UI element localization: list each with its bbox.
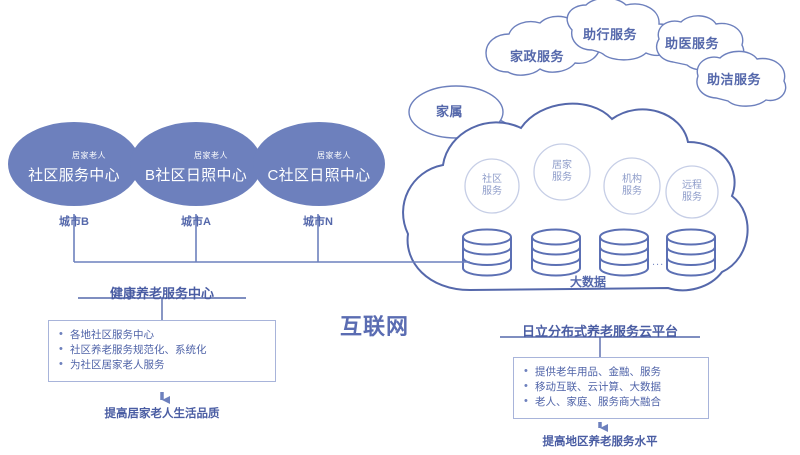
service-label-shequ-l1: 社区 <box>482 174 502 185</box>
left-panel-bullet-1: 各地社区服务中心 <box>59 327 265 343</box>
database-cylinder-2 <box>531 228 581 277</box>
bubble-label-zhuxing: 助行服务 <box>583 27 638 42</box>
house-icon <box>287 143 313 163</box>
city-node-2-badge: 居家老人 <box>194 151 228 160</box>
cloud-bubble-zhujie <box>696 50 787 107</box>
left-panel-title: 健康养老服务中心 <box>109 286 214 301</box>
right-panel-title: 日立分布式养老服务云平台 <box>521 324 678 339</box>
house-icon <box>42 143 68 163</box>
city-node-3-icon-row: 居家老人 <box>287 143 351 163</box>
database-cylinder-4 <box>666 228 716 277</box>
service-label-jigou-l2: 服务 <box>622 186 642 197</box>
city-node-1-icon-row: 居家老人 <box>42 143 106 163</box>
city-node-3-title: C社区日照中心 <box>267 167 371 184</box>
connector-bus <box>73 214 470 263</box>
city-node-1[interactable]: 居家老人 社区服务中心 <box>8 122 140 206</box>
right-panel-bullet-1: 提供老年用品、金融、服务 <box>524 364 698 380</box>
bubble-label-zhuyi: 助医服务 <box>665 36 720 51</box>
city-node-3[interactable]: 居家老人 C社区日照中心 <box>253 122 385 206</box>
bubble-label-jiashu: 家属 <box>436 104 464 119</box>
service-circle-shequ <box>464 158 520 214</box>
cloud-bubble-zhuxing <box>566 0 678 61</box>
service-label-jigou-l1: 机构 <box>622 174 642 185</box>
left-panel-outcome: 提高居家老人生活品质 <box>104 408 220 420</box>
service-circle-yuancheng <box>665 165 719 219</box>
city-node-2[interactable]: 居家老人 B社区日照中心 <box>130 122 262 206</box>
left-panel-box: 各地社区服务中心 社区养老服务规范化、系统化 为社区居家老人服务 <box>48 320 276 382</box>
right-panel-bullet-2: 移动互联、云计算、大数据 <box>524 379 698 395</box>
left-panel-bullets: 各地社区服务中心 社区养老服务规范化、系统化 为社区居家老人服务 <box>59 327 265 373</box>
house-icon <box>164 143 190 163</box>
right-panel-box: 提供老年用品、金融、服务 移动互联、云计算、大数据 老人、家庭、服务商大融合 <box>513 357 709 419</box>
city-label-a: 城市A <box>181 216 211 228</box>
right-panel-bullet-3: 老人、家庭、服务商大融合 <box>524 394 698 410</box>
left-panel-connectors <box>78 297 246 404</box>
city-node-2-icon-row: 居家老人 <box>164 143 228 163</box>
service-label-yuancheng: 远程 服务 <box>672 180 712 204</box>
bubble-label-jiazheng: 家政服务 <box>510 49 565 64</box>
city-node-3-badge: 居家老人 <box>317 151 351 160</box>
city-node-1-title: 社区服务中心 <box>28 167 120 184</box>
right-panel-bullets: 提供老年用品、金融、服务 移动互联、云计算、大数据 老人、家庭、服务商大融合 <box>524 364 698 410</box>
service-circle-jujia <box>533 143 591 201</box>
database-cylinder-1 <box>462 228 512 277</box>
database-cylinder-3 <box>599 228 649 277</box>
big-data-label: 大数据 <box>570 275 607 289</box>
right-panel-connectors <box>500 336 700 432</box>
left-panel-bullet-3: 为社区居家老人服务 <box>59 357 265 373</box>
service-label-jigou: 机构 服务 <box>612 174 652 198</box>
service-circle-jigou <box>603 157 661 215</box>
city-label-n: 城市N <box>303 216 333 228</box>
city-node-1-badge: 居家老人 <box>72 151 106 160</box>
service-label-jujia: 居家 服务 <box>542 160 582 184</box>
database-ellipsis: ... <box>652 256 665 268</box>
service-label-yuancheng-l1: 远程 <box>682 180 702 191</box>
service-label-jujia-l2: 服务 <box>552 172 572 183</box>
internet-label: 互联网 <box>340 314 410 339</box>
service-label-shequ: 社区 服务 <box>472 174 512 198</box>
right-panel-outcome: 提高地区养老服务水平 <box>542 436 658 448</box>
city-node-2-title: B社区日照中心 <box>144 167 248 184</box>
bubble-label-zhujie: 助洁服务 <box>707 72 762 87</box>
service-label-yuancheng-l2: 服务 <box>682 192 702 203</box>
left-panel-bullet-2: 社区养老服务规范化、系统化 <box>59 342 265 358</box>
city-label-b: 城市B <box>59 216 89 228</box>
service-label-jujia-l1: 居家 <box>552 160 572 171</box>
service-label-shequ-l2: 服务 <box>482 186 502 197</box>
